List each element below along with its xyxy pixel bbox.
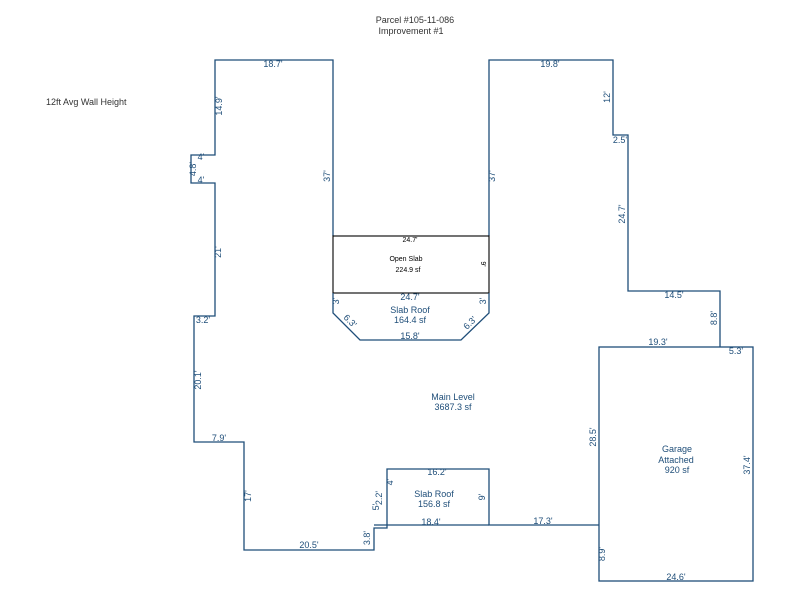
wall-height-note: 12ft Avg Wall Height bbox=[46, 97, 127, 107]
slab-roof-bottom-area: 156.8 sf bbox=[418, 499, 451, 509]
dim-label: 7.9' bbox=[212, 433, 227, 443]
dim-label: 15.8' bbox=[400, 331, 420, 341]
garage-name: Garage bbox=[662, 444, 692, 454]
dim-label: 14.5' bbox=[664, 290, 684, 300]
dim-label: 3' bbox=[331, 297, 341, 304]
dim-label: 20.5' bbox=[299, 540, 319, 550]
dim-label: 9' bbox=[477, 493, 487, 500]
dim-label: 3.8' bbox=[362, 531, 372, 546]
dim-label: 6.3' bbox=[461, 314, 478, 331]
dim-label: 37' bbox=[322, 170, 332, 182]
dim-label: 24.7' bbox=[403, 237, 418, 244]
slab-roof-bottom-name: Slab Roof bbox=[414, 489, 454, 499]
dim-label: 2.2' bbox=[374, 491, 384, 506]
slab-roof-top-area: 164.4 sf bbox=[394, 315, 427, 325]
slab-roof-top-outline bbox=[332, 293, 490, 341]
dim-label: 17.3' bbox=[533, 516, 553, 526]
dim-label: 2.5' bbox=[613, 135, 628, 145]
open-slab-name: Open Slab bbox=[389, 256, 422, 263]
dim-label: 8.8' bbox=[709, 311, 719, 326]
garage-sub: Attached bbox=[658, 455, 694, 465]
dim-label: 3' bbox=[478, 297, 488, 304]
dim-label: 4' bbox=[385, 478, 395, 485]
dim-label: 18.4' bbox=[421, 517, 441, 527]
dim-label: 4' bbox=[198, 152, 205, 162]
garage-area: 920 sf bbox=[665, 465, 690, 475]
dim-label: 12' bbox=[602, 91, 612, 103]
improvement-number: Improvement #1 bbox=[378, 26, 443, 36]
dim-label: 8.9' bbox=[597, 547, 607, 562]
slab-roof-top-name: Slab Roof bbox=[390, 305, 430, 315]
dim-label: 21' bbox=[213, 246, 223, 258]
dim-label: 3.2' bbox=[196, 315, 211, 325]
dim-label: 28.5' bbox=[588, 427, 598, 447]
garage-outline bbox=[598, 346, 754, 582]
dim-label: 14.9' bbox=[214, 96, 224, 116]
dim-label: 20.1' bbox=[193, 370, 203, 390]
main-level-outline bbox=[190, 59, 599, 551]
dim-label: 16.2' bbox=[427, 467, 447, 477]
parcel-number: Parcel #105-11-086 bbox=[376, 15, 454, 25]
dim-label: 37' bbox=[487, 170, 497, 182]
dim-label: 9' bbox=[479, 261, 486, 266]
main-level-name: Main Level bbox=[431, 392, 475, 402]
dim-label: 4.8' bbox=[188, 162, 198, 177]
main-level-outline-right bbox=[488, 59, 721, 347]
dim-label: 5.3' bbox=[729, 346, 744, 356]
dim-label: 24.7' bbox=[617, 204, 627, 224]
dim-label: 19.8' bbox=[540, 59, 560, 69]
open-slab-outline bbox=[332, 235, 490, 294]
dim-label: 5' bbox=[371, 503, 381, 510]
dim-label: 37.4' bbox=[742, 455, 752, 475]
dim-label: 17' bbox=[243, 490, 253, 502]
main-level-area: 3687.3 sf bbox=[434, 402, 472, 412]
dim-label: 6.3' bbox=[342, 312, 359, 329]
dim-label: 4' bbox=[198, 175, 205, 185]
dim-label: 19.3' bbox=[648, 337, 668, 347]
dim-label: 18.7' bbox=[263, 59, 283, 69]
open-slab-area: 224.9 sf bbox=[396, 267, 421, 274]
dim-label: 24.7' bbox=[400, 292, 420, 302]
dim-label: 24.6' bbox=[666, 572, 686, 582]
